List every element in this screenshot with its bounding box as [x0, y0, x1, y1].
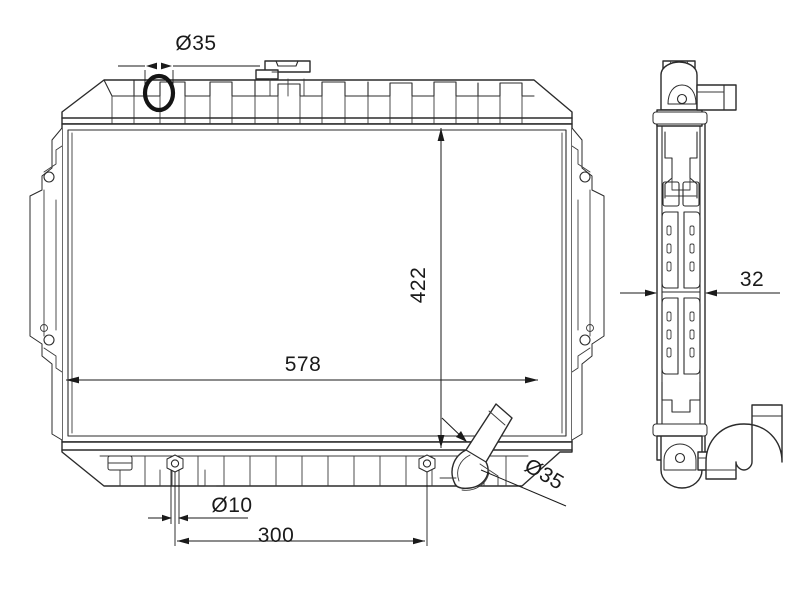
dim-label-filler-neck: Ø35	[175, 32, 216, 55]
drain-plug	[107, 455, 133, 471]
dim-label-core-height: 422	[407, 267, 430, 304]
front-view	[29, 60, 605, 491]
radiator-core	[61, 123, 573, 443]
mounting-stud-right	[418, 454, 436, 473]
filler-port-ring	[142, 73, 176, 113]
upper-tank	[61, 79, 573, 125]
side-outlet-elbow	[705, 404, 783, 480]
dim-label-core-depth: 32	[740, 268, 764, 291]
dim-label-lower-outlet: Ø35	[521, 454, 568, 495]
dim-mounting-hole-diameter: Ø10	[148, 470, 252, 524]
left-mounting-bracket	[29, 127, 63, 441]
mounting-stud-left	[166, 454, 184, 473]
filler-cap	[255, 60, 311, 97]
side-core	[656, 119, 706, 461]
side-view	[652, 60, 783, 489]
dim-core-depth: 32	[620, 268, 780, 297]
dim-label-mounting-hole: Ø10	[211, 494, 252, 517]
dim-label-stud-spacing: 300	[258, 524, 295, 547]
dim-core-height: 422	[407, 128, 445, 448]
lower-tank	[61, 441, 573, 487]
dim-core-width: 578	[66, 353, 538, 384]
dim-label-core-width: 578	[285, 353, 322, 376]
dim-mounting-hole-spacing: 300	[174, 472, 428, 547]
right-mounting-bracket	[571, 127, 605, 441]
side-core-structure	[661, 131, 701, 413]
dim-filler-neck-diameter: Ø35	[118, 32, 260, 88]
side-upper-tank	[652, 60, 737, 127]
